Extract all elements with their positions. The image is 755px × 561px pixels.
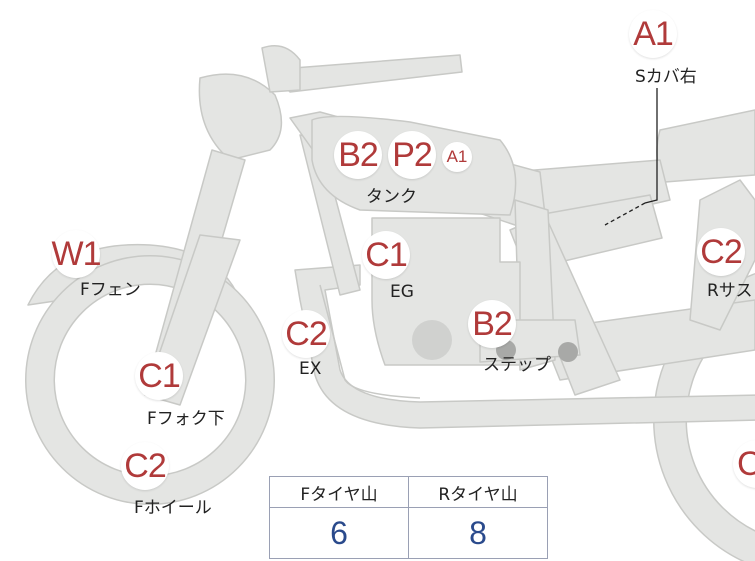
value-rear-tyre: 8	[408, 507, 548, 559]
handlebar-riser	[261, 45, 301, 93]
tyre-tread-table: Fタイヤ山 Rタイヤ山 6 8	[269, 476, 548, 559]
label-step: ステップ	[483, 355, 551, 375]
label-tank: タンク	[366, 187, 417, 207]
label-engine: EG	[390, 282, 414, 302]
header-front-tyre: Fタイヤ山	[269, 476, 409, 508]
label-front-wheel: Fホイール	[134, 498, 212, 518]
badge-tank-2: P2	[388, 131, 436, 179]
badge-front-fender: W1	[52, 230, 102, 278]
badge-rear-suspension: C2	[697, 228, 745, 276]
badge-engine: C1	[362, 231, 410, 279]
headlight	[198, 73, 283, 161]
badge-rear-partial: C	[733, 440, 755, 488]
label-exhaust: EX	[299, 359, 322, 379]
label-rear-suspension: Rサス	[707, 281, 753, 301]
leader-line	[644, 88, 658, 204]
badge-step: B2	[468, 300, 516, 348]
badge-exhaust: C2	[282, 310, 330, 358]
label-front-fender: Fフェン	[80, 280, 141, 300]
label-side-cover: Sカバ右	[635, 67, 697, 87]
badge-tank-3: A1	[442, 142, 472, 172]
badge-front-wheel: C2	[121, 442, 169, 490]
badge-side-cover: A1	[629, 10, 677, 58]
badge-fork: C1	[135, 352, 183, 400]
value-front-tyre: 6	[269, 507, 409, 559]
footpeg-right	[558, 342, 578, 362]
engine-cover	[412, 320, 452, 360]
leader-line-dash	[604, 202, 646, 226]
label-fork: Fフォク下	[147, 409, 225, 429]
badge-tank-1: B2	[334, 131, 382, 179]
header-rear-tyre: Rタイヤ山	[408, 476, 548, 508]
seat	[656, 109, 755, 183]
